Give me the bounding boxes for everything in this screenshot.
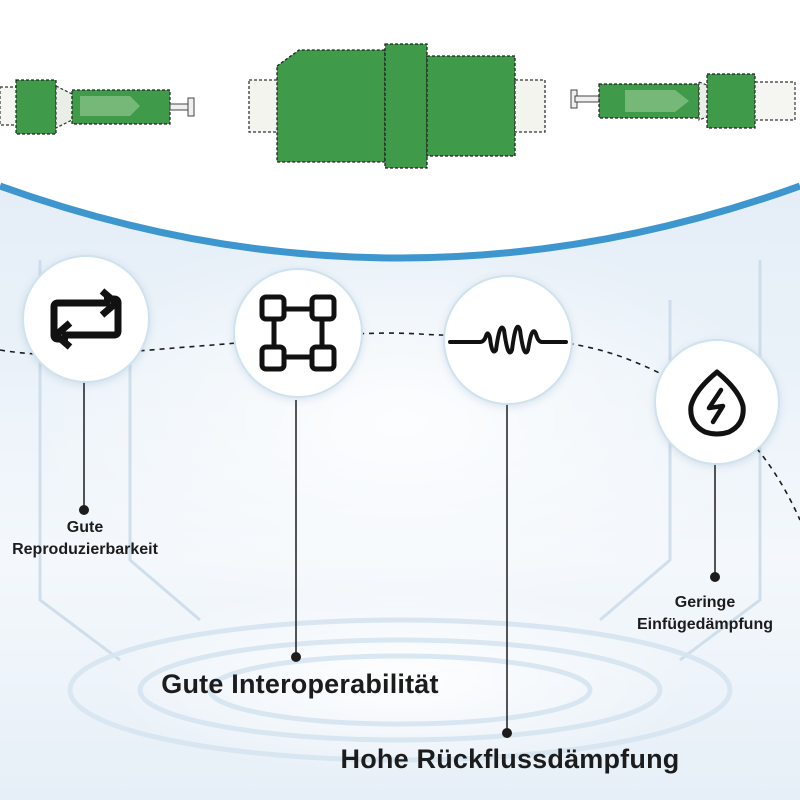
left-connector-plug <box>0 79 195 135</box>
drop-energy-icon <box>688 369 746 437</box>
node-square-icon <box>259 294 337 372</box>
center-adapter <box>248 43 546 169</box>
right-connector-plug <box>570 73 796 129</box>
feature-circle-return-loss <box>443 275 573 405</box>
feature-circle-reproducibility <box>22 255 150 383</box>
feature-circle-insertion-loss <box>654 339 780 465</box>
signal-wave-icon <box>448 324 568 355</box>
label-insertion-loss: Geringe Einfügedämpfung <box>637 594 773 633</box>
repeat-arrows-icon <box>50 288 122 350</box>
label-return-loss: Hohe Rückflussdämpfung <box>340 744 680 774</box>
label-interoperability: Gute Interoperabilität <box>161 669 439 699</box>
label-reproducibility: Gute Reproduzierbarkeit <box>12 519 158 558</box>
feature-circle-interoperability <box>233 268 363 398</box>
